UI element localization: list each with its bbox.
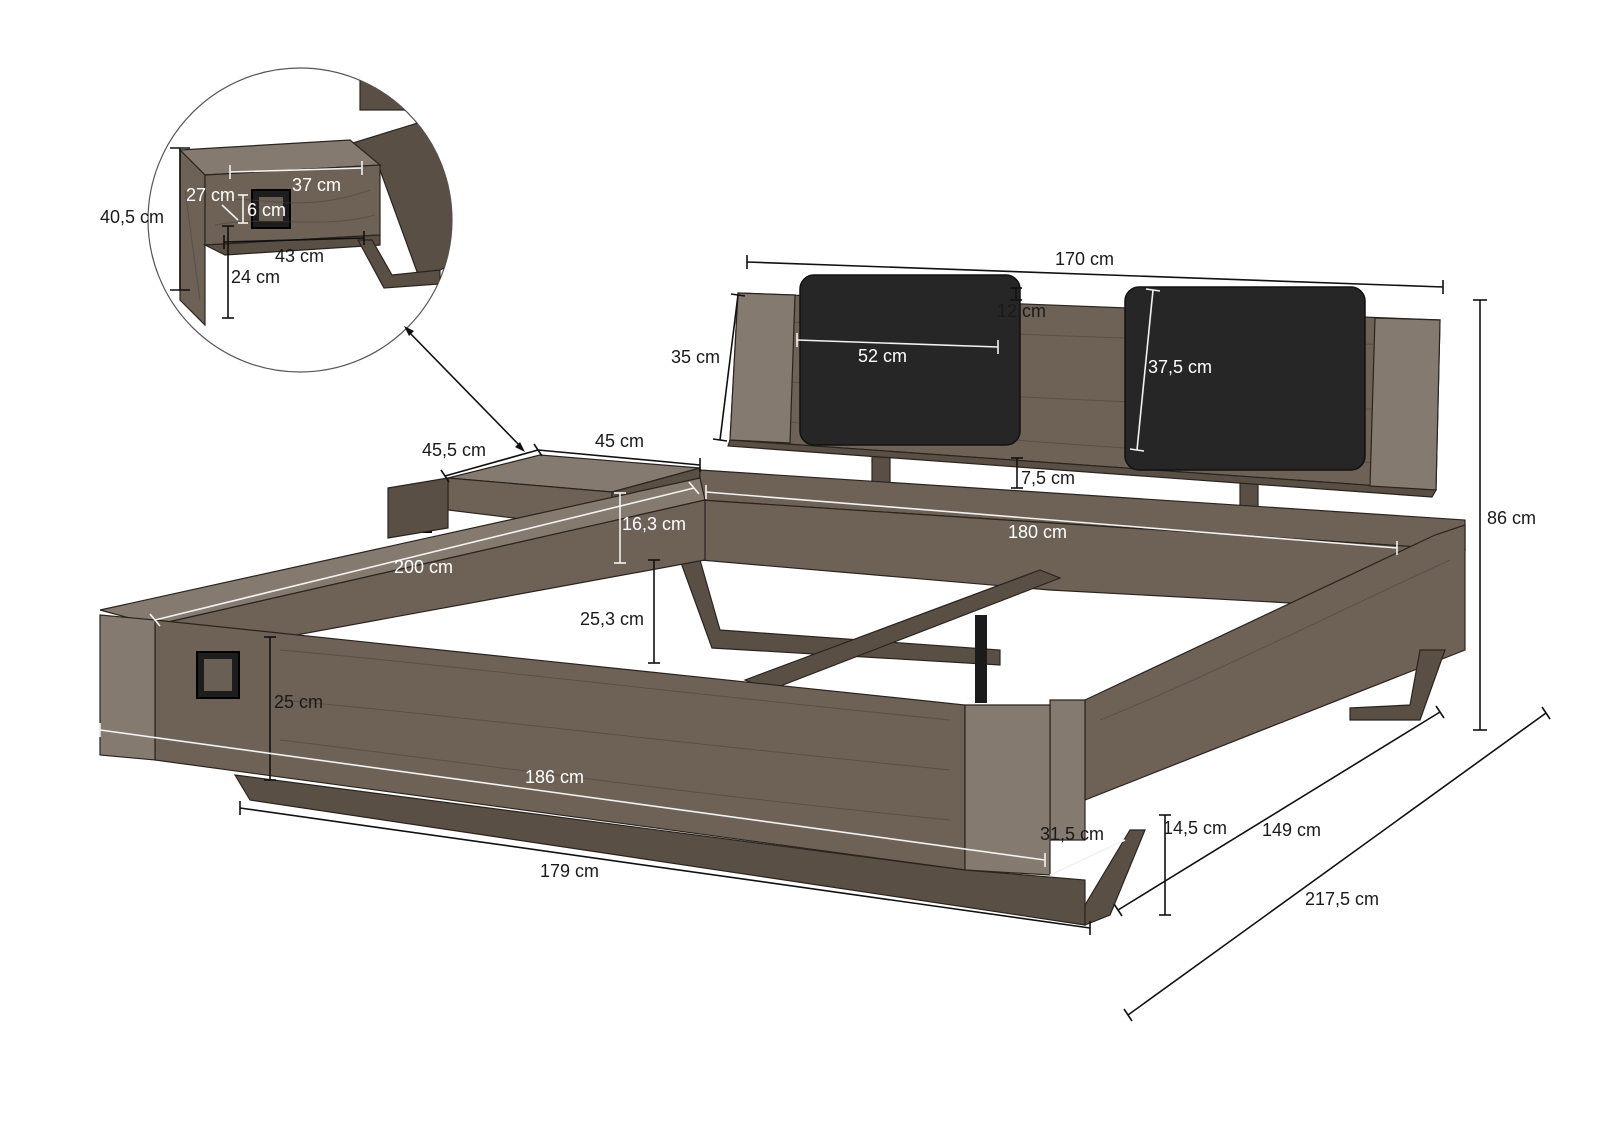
foot-height-label: 14,5 cm <box>1163 818 1227 838</box>
detail-leg-height-label: 24 cm <box>231 267 280 287</box>
right-cushion <box>1124 286 1366 471</box>
detail-magnifier: 40,5 cm 37 cm 27 cm 6 cm 43 cm 24 cm <box>100 67 453 373</box>
inner-width-label: 180 cm <box>1008 522 1067 542</box>
detail-depth-label: 43 cm <box>275 246 324 266</box>
nightstand-height-label: 16,3 cm <box>622 514 686 534</box>
headboard-cushions <box>799 274 1366 471</box>
detail-drawer-front-width-label: 27 cm <box>186 185 235 205</box>
bed-frame-illustration <box>99 469 1467 926</box>
detail-connector-arrow <box>404 326 525 452</box>
detail-handle-height-label: 6 cm <box>247 200 286 220</box>
cushion-gap-label: 12 cm <box>997 301 1046 321</box>
frame-height-label: 25 cm <box>274 692 323 712</box>
detail-height-total-label: 40,5 cm <box>100 207 164 227</box>
left-cushion <box>799 274 1021 446</box>
headboard-width-label: 170 cm <box>1055 249 1114 269</box>
cushion-height-label: 37,5 cm <box>1148 357 1212 377</box>
corner-width-label: 31,5 cm <box>1040 824 1104 844</box>
cushion-width-label: 52 cm <box>858 346 907 366</box>
detail-drawer-inner-width-label: 37 cm <box>292 175 341 195</box>
base-length-label: 179 cm <box>540 861 599 881</box>
headboard-height-label: 35 cm <box>671 347 720 367</box>
dimension-lines: 170 cm 35 cm 52 cm 12 cm 37,5 cm 7,5 cm … <box>99 249 1551 1022</box>
total-height-label: 86 cm <box>1487 508 1536 528</box>
post-gap-label: 7,5 cm <box>1021 468 1075 488</box>
detail-nightstand-illustration <box>178 79 452 327</box>
inner-length-label: 200 cm <box>394 557 453 577</box>
nightstand-depth-label: 45,5 cm <box>422 440 486 460</box>
total-length-label: 217,5 cm <box>1305 889 1379 909</box>
nightstand-width-label: 45 cm <box>595 431 644 451</box>
base-width-label: 149 cm <box>1262 820 1321 840</box>
nightstand-clearance-label: 25,3 cm <box>580 609 644 629</box>
side-length-label: 186 cm <box>525 767 584 787</box>
